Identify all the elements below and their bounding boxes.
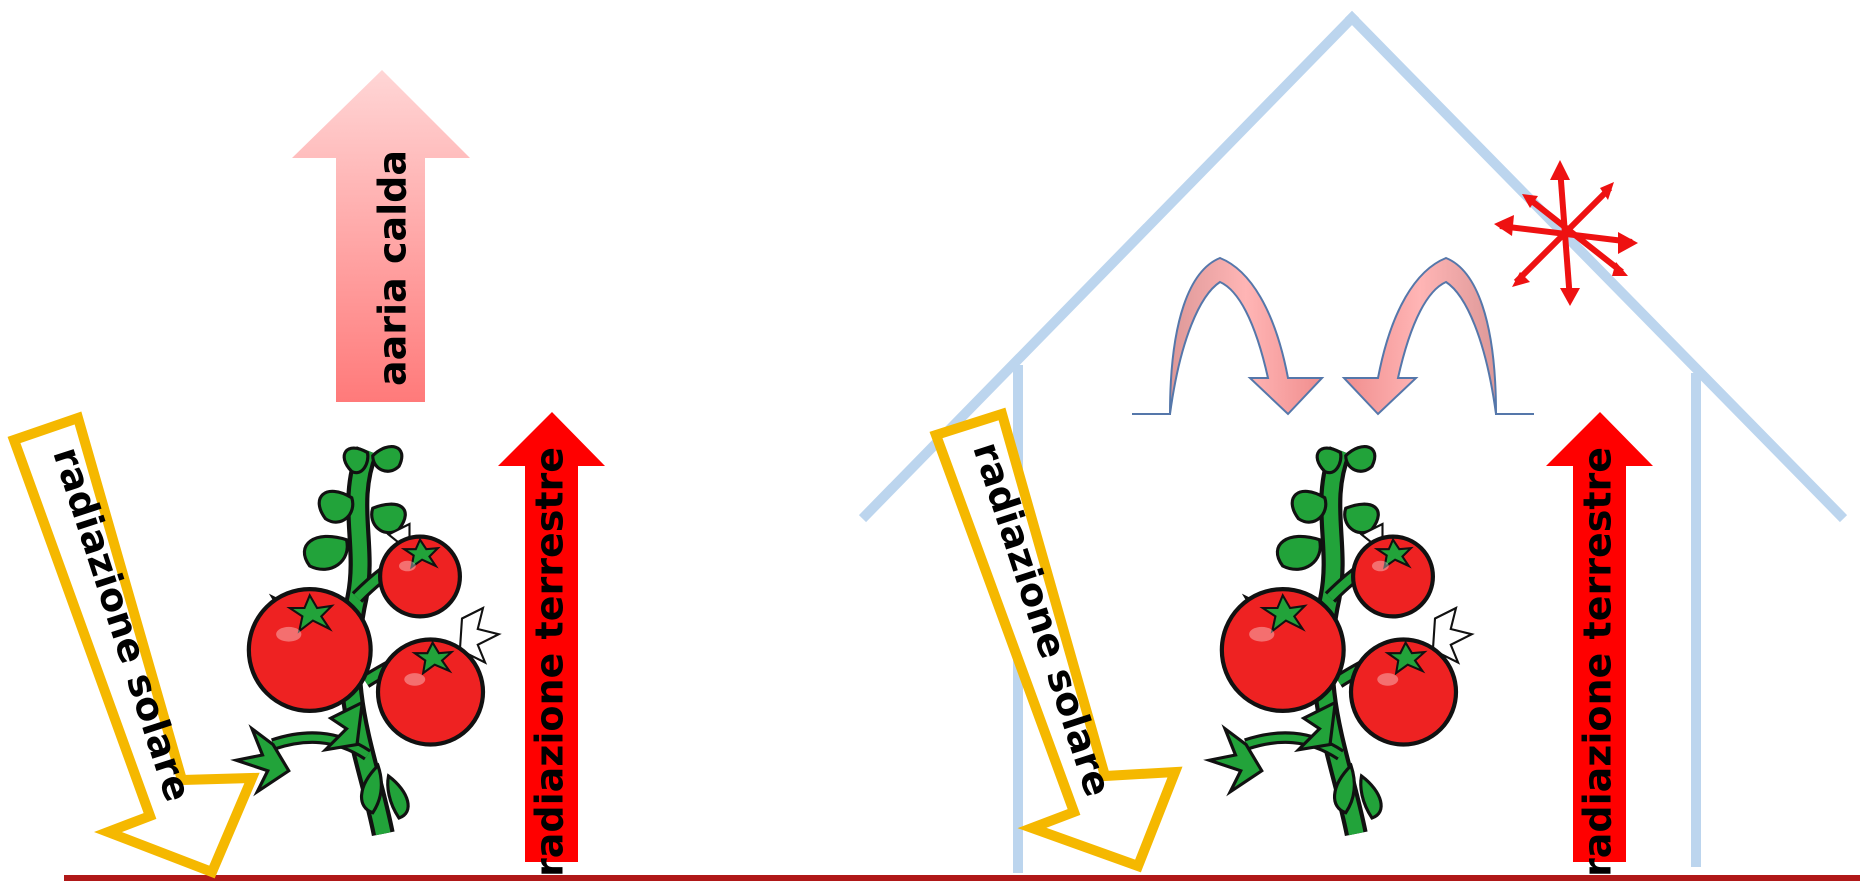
solar-radiation-label-right: radiazione solare (964, 437, 1120, 802)
convection-arrow-left (1132, 258, 1322, 414)
terrestrial-radiation-label-right: radiazione terrestre (1576, 447, 1620, 877)
tomato-plant-right (1209, 447, 1472, 834)
terrestrial-radiation-arrow-right: radiazione terrestre (1546, 412, 1653, 877)
solar-radiation-arrow-right: radiazione solare (936, 414, 1175, 866)
hot-air-label: aaria calda (371, 150, 415, 386)
tomato-plant-left (236, 447, 499, 834)
convection-arrow-right (1344, 258, 1534, 414)
hot-air-arrow: aaria calda (292, 70, 470, 402)
solar-radiation-arrow-left: radiazione solare (14, 418, 252, 872)
terrestrial-radiation-arrow-left: radiazione terrestre (498, 412, 605, 877)
terrestrial-radiation-label-left: radiazione terrestre (528, 447, 572, 877)
